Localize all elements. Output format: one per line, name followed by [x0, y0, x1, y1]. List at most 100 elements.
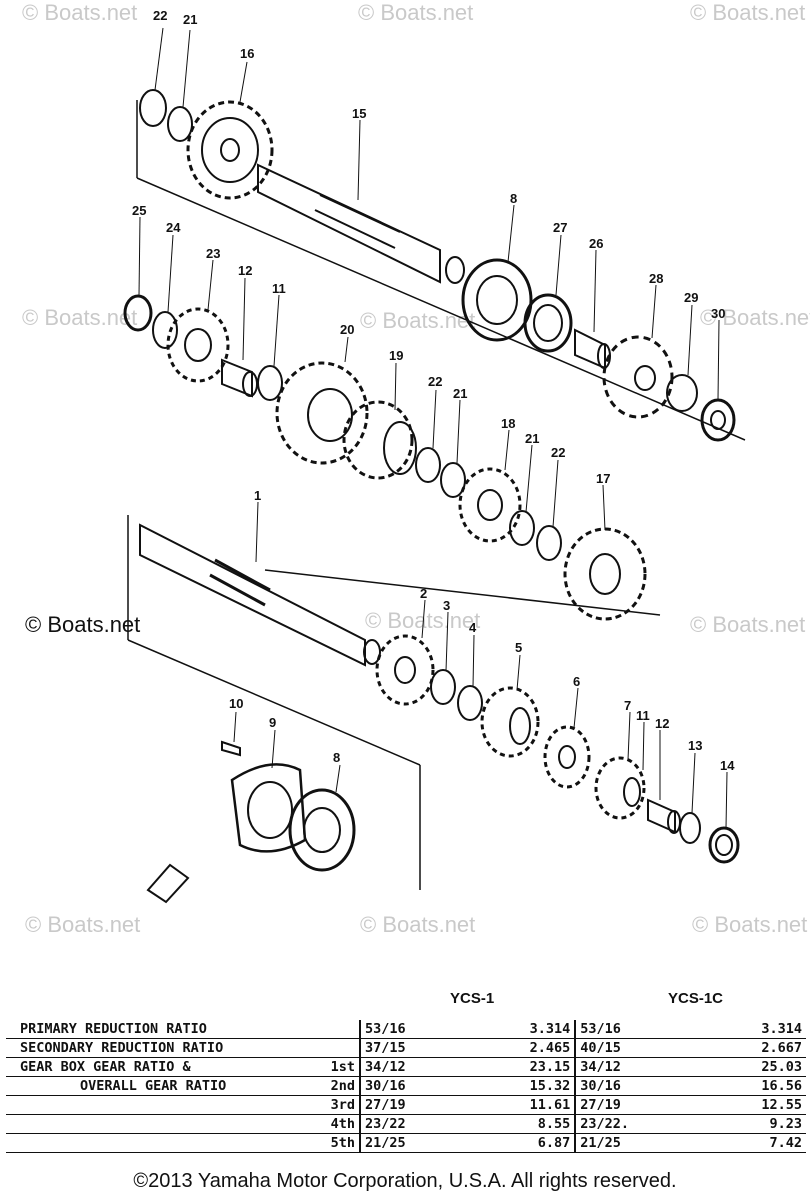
ycs-1-overall-cell: 2.465 — [467, 1038, 576, 1058]
ycs-1c-overall-cell: 9.23 — [700, 1114, 806, 1134]
callout-label: 14 — [720, 758, 735, 773]
callout-label: 4 — [469, 620, 477, 635]
ycs-1c-ratio-cell: 53/16 — [574, 1020, 701, 1039]
callout-label: 12 — [655, 716, 669, 731]
ycs-1-ratio-cell: 23/22 — [359, 1114, 468, 1134]
ycs-1c-ratio-cell: 34/12 — [574, 1057, 701, 1077]
callout-label: 21 — [183, 12, 197, 27]
watermark: © Boats.net — [22, 0, 138, 25]
callout-label: 10 — [229, 696, 243, 711]
column-header-ycs-1c: YCS-1C — [668, 990, 724, 1007]
ycs-1-overall-cell: 8.55 — [467, 1114, 576, 1134]
gear-label: 5th — [330, 1135, 355, 1151]
ratio-label: SECONDARY REDUCTION RATIO — [20, 1040, 224, 1056]
callout-label: 6 — [573, 674, 580, 689]
ycs-1-ratio-cell: 37/15 — [359, 1038, 468, 1058]
watermark: © Boats.net — [25, 912, 141, 937]
callout-label: 8 — [333, 750, 340, 765]
callout-label: 18 — [501, 416, 515, 431]
callout-label: 24 — [166, 220, 181, 235]
watermark: © Boats.net — [22, 305, 138, 330]
callout-label: 5 — [515, 640, 522, 655]
ratio-label-cell: OVERALL GEAR RATIO 2nd — [6, 1076, 360, 1096]
callout-label: 17 — [596, 471, 610, 486]
ycs-1-ratio-cell: 30/16 — [359, 1076, 468, 1096]
callout-label: 13 — [688, 738, 702, 753]
gear-label: 4th — [330, 1116, 355, 1132]
callout-label: 3 — [443, 598, 450, 613]
ratio-label: GEAR BOX GEAR RATIO & — [20, 1059, 191, 1075]
ratio-label-cell: 3rd — [6, 1095, 360, 1115]
transmission-exploded-diagram: 22 21 16 15 8 27 26 28 29 30 25 24 23 12… — [123, 8, 746, 904]
ycs-1c-overall-cell: 12.55 — [700, 1095, 806, 1115]
ycs-1-ratio-cell: 53/16 — [359, 1020, 468, 1039]
ycs-1-overall-cell: 15.32 — [467, 1076, 576, 1096]
ycs-1-overall-cell: 6.87 — [467, 1133, 576, 1153]
ycs-1c-overall-cell: 16.56 — [700, 1076, 806, 1096]
watermark: © Boats.net — [692, 912, 808, 937]
callout-label: 22 — [428, 374, 442, 389]
ycs-1-overall-cell: 23.15 — [467, 1057, 576, 1077]
callout-label: 11 — [272, 281, 286, 296]
ycs-1c-ratio-cell: 21/25 — [574, 1133, 701, 1153]
callout-label: 21 — [525, 431, 539, 446]
callout-label: 16 — [240, 46, 254, 61]
copyright-notice: ©2013 Yamaha Motor Corporation, U.S.A. A… — [133, 1170, 677, 1192]
gear-label: 2nd — [330, 1078, 355, 1094]
watermark: © Boats.net — [690, 0, 806, 25]
callout-label: 25 — [132, 203, 146, 218]
ycs-1c-overall-cell: 7.42 — [700, 1133, 806, 1153]
callout-label: 30 — [711, 306, 725, 321]
callout-label: 27 — [553, 220, 567, 235]
column-header-ycs-1: YCS-1 — [450, 990, 495, 1007]
callout-label: 22 — [153, 8, 167, 23]
ycs-1c-ratio-cell: 27/19 — [574, 1095, 701, 1115]
callout-label: 23 — [206, 246, 220, 261]
ratio-label-cell: 5th — [6, 1133, 360, 1153]
callout-label: 21 — [453, 386, 467, 401]
ycs-1c-overall-cell: 2.667 — [700, 1038, 806, 1058]
ycs-1-ratio-cell: 27/19 — [359, 1095, 468, 1115]
watermark-dark: © Boats.net — [25, 612, 141, 637]
ratio-label-cell: PRIMARY REDUCTION RATIO — [6, 1020, 360, 1039]
callout-label: 15 — [352, 106, 366, 121]
watermark: © Boats.net — [690, 612, 806, 637]
callout-label: 28 — [649, 271, 663, 286]
ycs-1-overall-cell: 11.61 — [467, 1095, 576, 1115]
ycs-1-ratio-cell: 34/12 — [359, 1057, 468, 1077]
callout-label: 8 — [510, 191, 517, 206]
ycs-1c-ratio-cell: 30/16 — [574, 1076, 701, 1096]
callout-label: 29 — [684, 290, 698, 305]
callout-label: 12 — [238, 263, 252, 278]
callout-label: 2 — [420, 586, 427, 601]
ycs-1c-ratio-cell: 23/22. — [574, 1114, 701, 1134]
watermark: © Boats.net — [700, 305, 810, 330]
ycs-1c-overall-cell: 3.314 — [700, 1020, 806, 1039]
ycs-1c-ratio-cell: 40/15 — [574, 1038, 701, 1058]
callout-label: 19 — [389, 348, 403, 363]
callout-label: 22 — [551, 445, 565, 460]
gear-label: 1st — [330, 1059, 355, 1075]
ratio-label-cell: SECONDARY REDUCTION RATIO — [6, 1038, 360, 1058]
watermark: © Boats.net — [358, 0, 474, 25]
watermark: © Boats.net — [360, 308, 476, 333]
ycs-1-ratio-cell: 21/25 — [359, 1133, 468, 1153]
callout-label: 1 — [254, 488, 261, 503]
ycs-1-overall-cell: 3.314 — [467, 1020, 576, 1039]
callout-label: 9 — [269, 715, 276, 730]
ratio-label: OVERALL GEAR RATIO — [80, 1078, 227, 1094]
ratio-label-cell: 4th — [6, 1114, 360, 1134]
ycs-1c-overall-cell: 25.03 — [700, 1057, 806, 1077]
callout-label: 7 — [624, 698, 631, 713]
gear-label: 3rd — [330, 1097, 355, 1113]
ratio-label-cell: GEAR BOX GEAR RATIO & 1st — [6, 1057, 360, 1077]
callout-label: 26 — [589, 236, 603, 251]
callout-label: 20 — [340, 322, 354, 337]
